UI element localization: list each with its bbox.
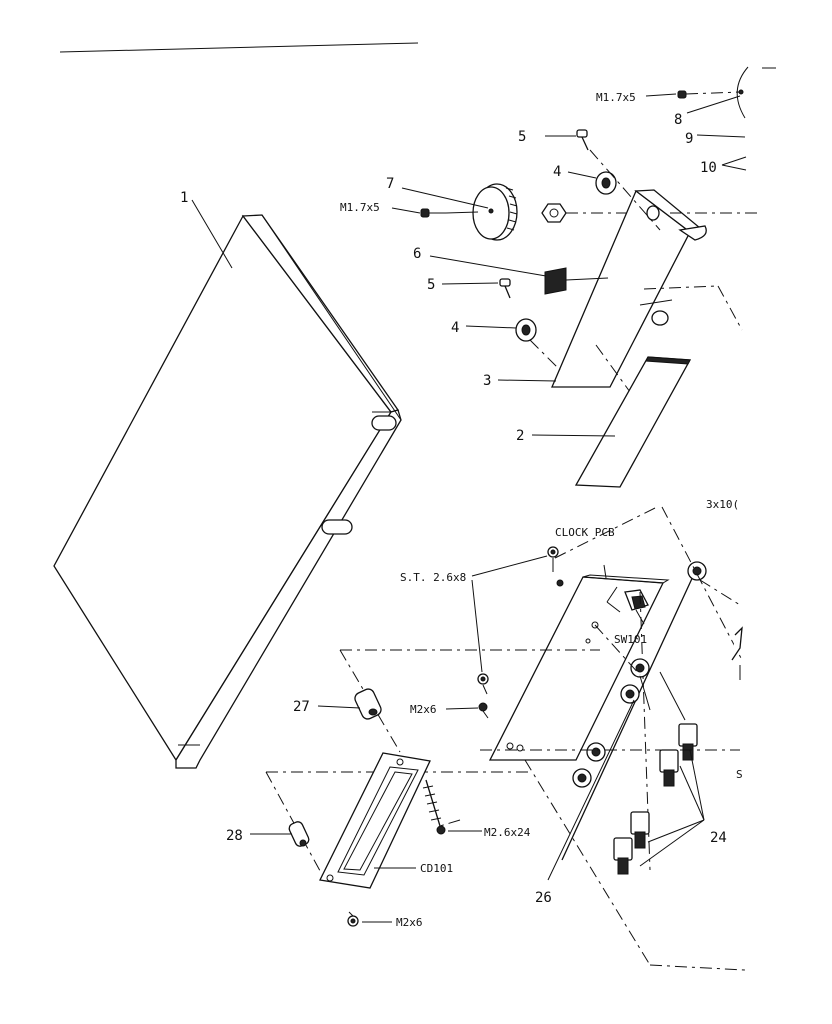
connector-pegs bbox=[613, 671, 698, 875]
washer-4-lower bbox=[515, 318, 537, 342]
callout-28: 28 bbox=[226, 828, 243, 844]
screw-m2x6-upper bbox=[478, 702, 489, 719]
callout-10: 10 bbox=[700, 160, 717, 176]
callout-4-lower: 4 bbox=[451, 320, 459, 336]
hex-nut bbox=[541, 203, 567, 223]
screw-5-upper bbox=[576, 129, 589, 151]
washer-4-upper bbox=[595, 171, 617, 195]
callout-5-lower: 5 bbox=[427, 277, 435, 293]
label-m17x5-knob: M1.7x5 bbox=[340, 201, 380, 214]
screw-m26x24 bbox=[422, 779, 446, 835]
label-m2x6-lower: M2x6 bbox=[396, 916, 423, 929]
display-frame-cd101 bbox=[319, 752, 431, 889]
clip bbox=[544, 267, 609, 295]
label-m26x24: M2.6x24 bbox=[484, 826, 531, 839]
leader-lines bbox=[250, 93, 741, 923]
callout-3: 3 bbox=[483, 373, 491, 389]
label-clock-pcb: CLOCK PCB bbox=[555, 526, 615, 539]
knob bbox=[472, 183, 518, 241]
label-m17x5-top: M1.7x5 bbox=[596, 91, 636, 104]
label-3x10: 3x10( bbox=[706, 498, 739, 511]
callout-9: 9 bbox=[685, 131, 693, 147]
screw-5-lower bbox=[499, 278, 511, 299]
cover-panel bbox=[53, 214, 402, 769]
callout-27: 27 bbox=[293, 699, 310, 715]
leader-1 bbox=[191, 199, 233, 269]
callout-4-upper: 4 bbox=[553, 164, 561, 180]
callout-8: 8 bbox=[674, 112, 682, 128]
spacer-28 bbox=[288, 821, 310, 847]
top-rule bbox=[59, 42, 419, 53]
switch-sw101 bbox=[624, 589, 649, 625]
bracket bbox=[551, 189, 707, 388]
right-edge-fragment bbox=[731, 626, 743, 680]
top-right-fragment bbox=[677, 66, 776, 171]
screw-st26x8-upper bbox=[547, 546, 559, 572]
strip bbox=[574, 356, 692, 488]
label-st26x8: S.T. 2.6x8 bbox=[400, 571, 466, 584]
callout-6: 6 bbox=[413, 246, 421, 262]
screw-st26x8-lower bbox=[477, 673, 489, 695]
label-cd101: CD101 bbox=[420, 862, 453, 875]
callout-26: 26 bbox=[535, 890, 552, 906]
callout-24: 24 bbox=[710, 830, 727, 846]
callout-7: 7 bbox=[386, 176, 394, 192]
screw-m2x6-lower bbox=[347, 911, 359, 927]
callout-5-upper: 5 bbox=[518, 129, 526, 145]
label-edge-s: S bbox=[736, 768, 743, 781]
label-sw101: SW101 bbox=[614, 633, 647, 646]
callout-2: 2 bbox=[516, 428, 524, 444]
label-m2x6-upper: M2x6 bbox=[410, 703, 437, 716]
screw-knob bbox=[420, 208, 479, 218]
clock-pcb-board bbox=[488, 574, 670, 761]
callout-1: 1 bbox=[180, 190, 188, 206]
